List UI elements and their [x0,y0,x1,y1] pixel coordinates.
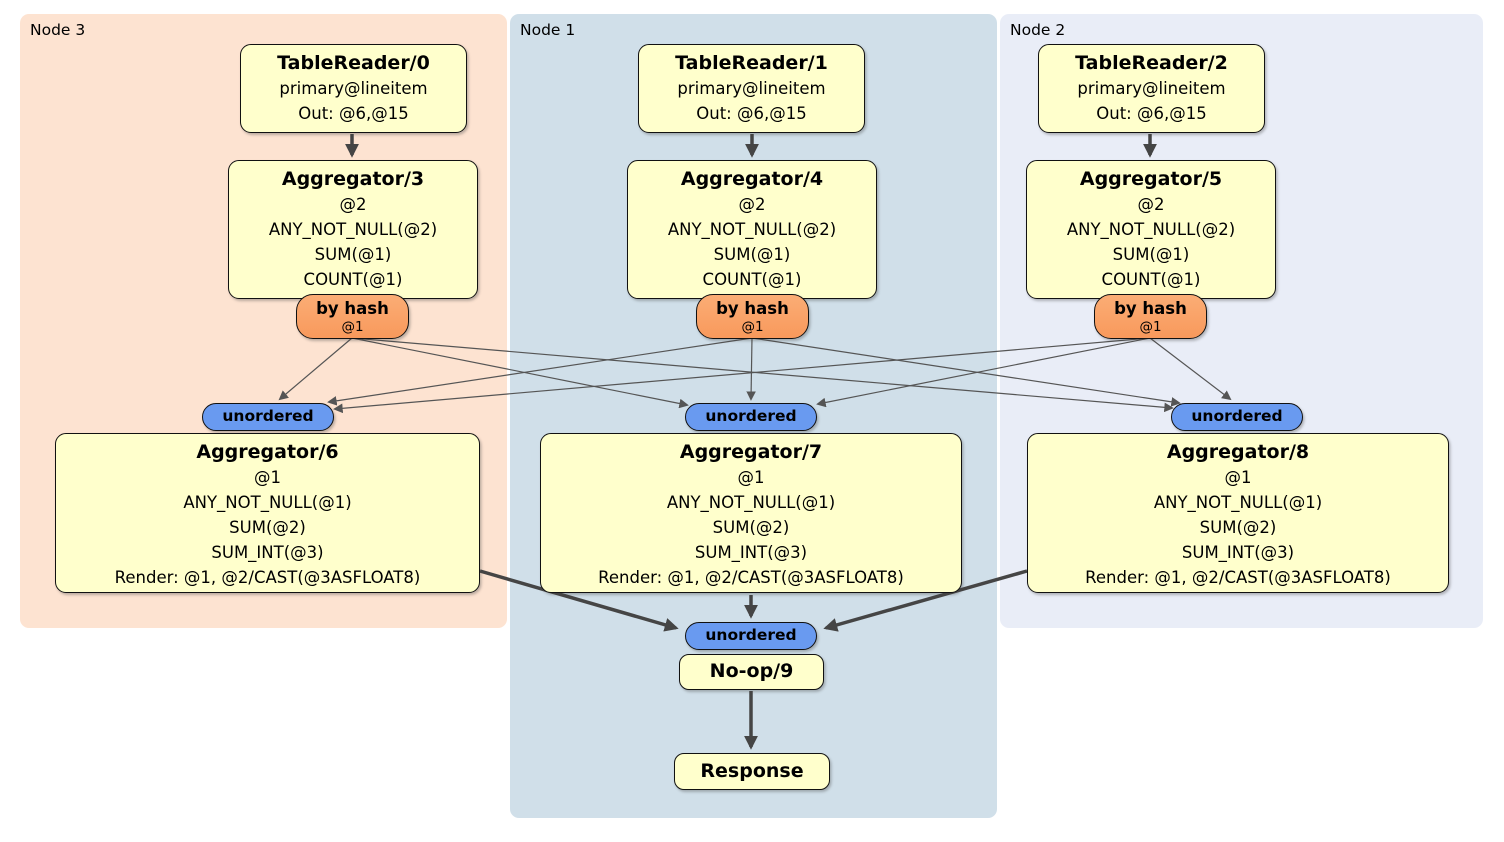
table-reader-2-node: TableReader/2 primary@lineitem Out: @6,@… [1038,44,1265,133]
node-title: Response [700,760,804,782]
node-detail: primary@lineitem [279,79,428,98]
node-detail: ANY_NOT_NULL(@2) [1066,220,1236,239]
node-title: Aggregator/3 [281,168,425,190]
node-detail: Out: @6,@15 [298,104,409,123]
node-detail: Render: @1, @2/CAST(@3ASFLOAT8) [1085,568,1391,587]
node-detail: COUNT(@1) [702,270,802,289]
table-reader-1-node: TableReader/1 primary@lineitem Out: @6,@… [638,44,865,133]
by-hash-router-1: by hash @1 [696,294,809,339]
node-detail: Render: @1, @2/CAST(@3ASFLOAT8) [114,568,421,587]
node-detail: COUNT(@1) [303,270,403,289]
unordered-stream-1: unordered [685,403,817,431]
router-columns: @1 [341,319,364,335]
node-detail: primary@lineitem [677,79,826,98]
router-label: by hash [1114,299,1187,318]
node-detail: SUM(@2) [1199,518,1277,537]
node-group-2-label: Node 2 [1010,21,1066,39]
stream-label: unordered [1191,407,1283,425]
aggregator-8-node: Aggregator/8 @1 ANY_NOT_NULL(@1) SUM(@2)… [1027,433,1449,593]
unordered-stream-3: unordered [202,403,334,431]
node-title: No-op/9 [709,660,794,682]
aggregator-5-node: Aggregator/5 @2 ANY_NOT_NULL(@2) SUM(@1)… [1026,160,1276,299]
unordered-stream-final: unordered [685,622,817,650]
router-label: by hash [716,299,789,318]
node-title: TableReader/0 [277,52,430,74]
node-detail: ANY_NOT_NULL(@2) [667,220,837,239]
node-title: TableReader/1 [675,52,828,74]
node-detail: ANY_NOT_NULL(@2) [268,220,438,239]
node-detail: SUM(@1) [713,245,791,264]
table-reader-0-node: TableReader/0 primary@lineitem Out: @6,@… [240,44,467,133]
node-detail: SUM(@2) [712,518,790,537]
node-detail: SUM(@1) [314,245,392,264]
node-title: TableReader/2 [1075,52,1228,74]
node-title: Aggregator/5 [1079,168,1223,190]
aggregator-4-node: Aggregator/4 @2 ANY_NOT_NULL(@2) SUM(@1)… [627,160,877,299]
node-title: Aggregator/7 [679,441,823,463]
node-detail: Render: @1, @2/CAST(@3ASFLOAT8) [598,568,904,587]
node-detail: ANY_NOT_NULL(@1) [1153,493,1323,512]
node-title: Aggregator/8 [1166,441,1310,463]
unordered-stream-2: unordered [1171,403,1303,431]
aggregator-6-node: Aggregator/6 @1 ANY_NOT_NULL(@1) SUM(@2)… [55,433,480,593]
by-hash-router-3: by hash @1 [296,294,409,339]
node-detail: @2 [1137,195,1165,214]
response-node: Response [674,753,830,790]
node-detail: @1 [737,468,765,487]
node-detail: COUNT(@1) [1101,270,1201,289]
node-detail: ANY_NOT_NULL(@1) [666,493,836,512]
router-columns: @1 [741,319,764,335]
node-detail: Out: @6,@15 [1096,104,1207,123]
node-detail: ANY_NOT_NULL(@1) [183,493,352,512]
by-hash-router-2: by hash @1 [1094,294,1207,339]
router-columns: @1 [1139,319,1162,335]
node-detail: SUM_INT(@3) [211,543,324,562]
aggregator-3-node: Aggregator/3 @2 ANY_NOT_NULL(@2) SUM(@1)… [228,160,478,299]
stream-label: unordered [705,626,797,644]
node-detail: @1 [1224,468,1252,487]
node-detail: @2 [738,195,766,214]
router-label: by hash [316,299,389,318]
stream-label: unordered [222,407,314,425]
aggregator-7-node: Aggregator/7 @1 ANY_NOT_NULL(@1) SUM(@2)… [540,433,962,593]
node-title: Aggregator/6 [196,441,339,463]
node-group-1-label: Node 1 [520,21,576,39]
noop-node: No-op/9 [679,654,824,690]
node-detail: Out: @6,@15 [696,104,807,123]
node-detail: primary@lineitem [1077,79,1226,98]
node-group-3-label: Node 3 [30,21,86,39]
node-detail: SUM_INT(@3) [1181,543,1295,562]
stream-label: unordered [705,407,797,425]
node-detail: @2 [339,195,367,214]
node-title: Aggregator/4 [680,168,824,190]
node-detail: SUM_INT(@3) [694,543,808,562]
node-detail: @1 [254,468,281,487]
node-detail: SUM(@2) [229,518,306,537]
node-detail: SUM(@1) [1112,245,1190,264]
